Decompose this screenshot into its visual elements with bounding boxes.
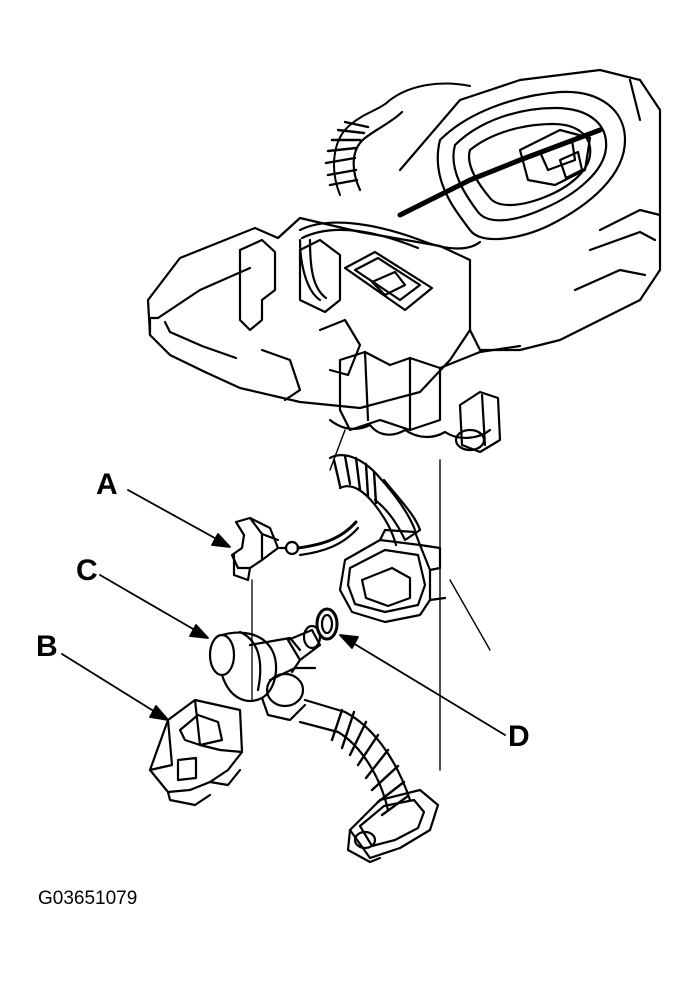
- callout-label-b: B: [36, 630, 58, 663]
- arrow-c: [99, 574, 209, 639]
- callout-label-d: D: [508, 720, 530, 753]
- arrow-a: [127, 489, 231, 548]
- arrow-d: [339, 634, 506, 736]
- callout-label-c: C: [76, 554, 98, 587]
- part-b-bracket: [148, 698, 244, 807]
- callout-arrows: [61, 489, 506, 736]
- callout-label-a: A: [96, 468, 118, 501]
- part-d-o-ring: [315, 607, 339, 641]
- lower-hose: [298, 698, 440, 864]
- figure-id: G03651079: [38, 888, 138, 909]
- part-c-valve: [208, 624, 322, 722]
- arrow-b: [61, 653, 169, 721]
- upper-housing-assembly: [146, 68, 662, 771]
- part-a-clip: [230, 516, 360, 701]
- upper-hose-connector: [328, 454, 447, 624]
